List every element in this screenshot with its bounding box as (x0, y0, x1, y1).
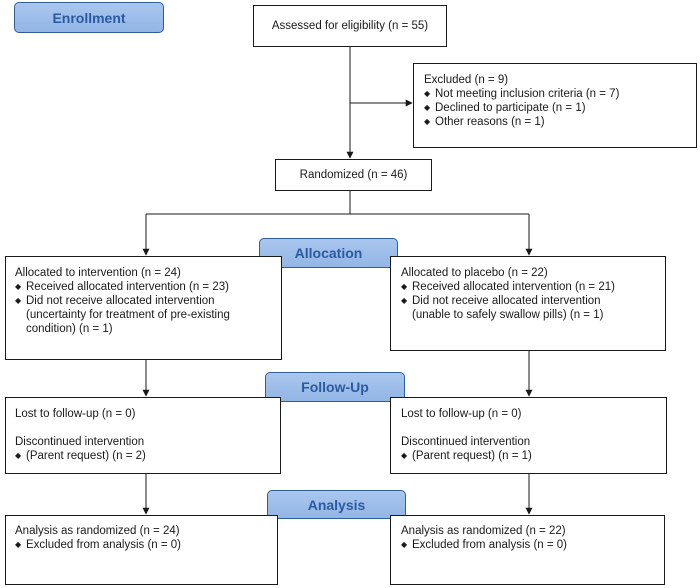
excluded-item: ◆ Declined to participate (n = 1) (424, 102, 586, 114)
excluded-box: Excluded (n = 9) ◆ Not meeting inclusion… (413, 63, 697, 148)
stage-followup: Follow-Up (265, 372, 405, 402)
detail-line: (unable to safely swallow pills) (n = 1) (412, 309, 604, 321)
list-item: ◆ (Parent request) (n = 2) (15, 450, 146, 462)
list-item: ◆ Did not receive allocated intervention (15, 295, 215, 307)
assessed-text: Assessed for eligibility (n = 55) (271, 20, 429, 32)
analysis-title: Analysis as randomized (n = 22) (401, 525, 566, 537)
excluded-item: ◆ Not meeting inclusion criteria (n = 7) (424, 88, 620, 100)
randomized-text: Randomized (n = 46) (299, 169, 408, 181)
bullet-icon: ◆ (424, 117, 431, 126)
stage-analysis: Analysis (267, 490, 406, 519)
assessed-box: Assessed for eligibility (n = 55) (253, 5, 447, 47)
allocation-intervention-box: Allocated to intervention (n = 24) ◆ Rec… (5, 256, 282, 360)
excluded-title: Excluded (n = 9) (424, 74, 509, 86)
bullet-icon: ◆ (15, 296, 22, 305)
allocation-intervention-title: Allocated to intervention (n = 24) (15, 267, 181, 279)
followup-intervention-box: Lost to follow-up (n = 0) Discontinued i… (5, 397, 281, 474)
allocation-placebo-title: Allocated to placebo (n = 22) (401, 267, 548, 279)
list-item: ◆ Did not receive allocated intervention (401, 295, 601, 307)
list-item: ◆ Excluded from analysis (n = 0) (401, 539, 567, 551)
detail-line: (uncertainty for treatment of pre-existi… (26, 309, 230, 321)
list-item: ◆ Excluded from analysis (n = 0) (15, 539, 181, 551)
analysis-intervention-box: Analysis as randomized (n = 24) ◆ Exclud… (5, 515, 278, 585)
followup-lost: Lost to follow-up (n = 0) (401, 408, 522, 420)
stage-enrollment: Enrollment (14, 2, 164, 33)
bullet-icon: ◆ (401, 282, 408, 291)
bullet-icon: ◆ (15, 451, 22, 460)
bullet-icon: ◆ (401, 540, 408, 549)
analysis-placebo-box: Analysis as randomized (n = 22) ◆ Exclud… (390, 515, 665, 585)
allocation-placebo-box: Allocated to placebo (n = 22) ◆ Received… (390, 256, 666, 351)
bullet-icon: ◆ (15, 282, 22, 291)
randomized-box: Randomized (n = 46) (275, 159, 432, 191)
excluded-item: ◆ Other reasons (n = 1) (424, 116, 545, 128)
list-item: ◆ (Parent request) (n = 1) (401, 450, 532, 462)
analysis-title: Analysis as randomized (n = 24) (15, 525, 180, 537)
followup-lost: Lost to follow-up (n = 0) (15, 408, 136, 420)
bullet-icon: ◆ (424, 89, 431, 98)
bullet-icon: ◆ (424, 103, 431, 112)
followup-discontinued: Discontinued intervention (401, 436, 531, 448)
followup-discontinued: Discontinued intervention (15, 436, 145, 448)
stage-allocation: Allocation (259, 238, 398, 268)
list-item: ◆ Received allocated intervention (n = 2… (15, 281, 229, 293)
followup-placebo-box: Lost to follow-up (n = 0) Discontinued i… (390, 397, 667, 474)
bullet-icon: ◆ (401, 296, 408, 305)
detail-line: condition) (n = 1) (26, 323, 113, 335)
bullet-icon: ◆ (401, 451, 408, 460)
list-item: ◆ Received allocated intervention (n = 2… (401, 281, 615, 293)
bullet-icon: ◆ (15, 540, 22, 549)
